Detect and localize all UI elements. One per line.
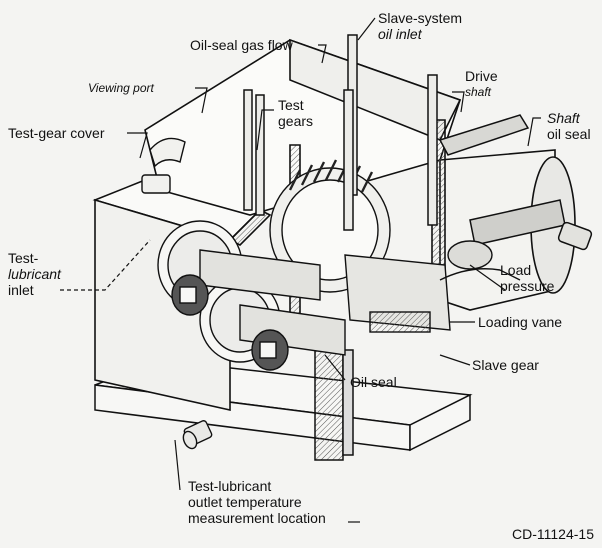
label-slave-system-line1: Slave-system — [378, 10, 463, 26]
label-outlet-temperature: Test-lubricant outlet temperature measur… — [188, 478, 326, 526]
label-test-lubricant-inlet-line3: inlet — [8, 282, 34, 298]
label-load-pressure-line1: Load — [500, 262, 532, 278]
label-test-lubricant-inlet-line2: lubricant — [8, 266, 61, 282]
label-drive-shaft-line2: shaft — [465, 85, 492, 99]
test-gears — [157, 220, 346, 371]
label-slave-system-line2: oil inlet — [378, 26, 422, 42]
label-load-pressure: Load pressure — [500, 262, 554, 294]
label-outlet-temperature-line2: outlet temperature — [188, 494, 302, 510]
drive-shaft — [438, 114, 593, 251]
support-column — [314, 344, 354, 461]
vertical-pipes — [243, 34, 438, 231]
label-test-lubricant-inlet: Test- lubricant inlet — [8, 250, 61, 298]
leader-lines — [60, 17, 541, 523]
test-gear-cover — [141, 137, 186, 194]
label-oil-seal-gas-flow: Oil-seal gas flow — [190, 37, 293, 53]
label-drive-shaft-line1: Drive — [465, 68, 498, 84]
slave-gear — [269, 159, 391, 293]
label-outlet-temperature-line1: Test-lubricant — [188, 478, 272, 494]
label-test-gears: Test gears — [278, 97, 313, 129]
label-slave-gear: Slave gear — [472, 357, 539, 373]
label-outlet-temperature-line3: measurement location — [188, 510, 326, 526]
label-shaft-oil-seal-line2: oil seal — [547, 126, 591, 142]
label-slave-system: Slave-system oil inlet — [378, 10, 462, 42]
label-loading-vane: Loading vane — [478, 314, 563, 330]
label-drive-shaft: Drive shaft — [465, 68, 498, 100]
label-test-gears-line1: Test — [278, 97, 304, 113]
label-shaft-oil-seal-line1: Shaft — [547, 110, 580, 126]
label-test-gear-cover: Test-gear cover — [8, 125, 105, 141]
figure-id: CD-11124-15 — [512, 526, 594, 542]
label-oil-seal: Oil seal — [350, 374, 397, 390]
loading-vane — [344, 240, 521, 333]
label-viewing-port: Viewing port — [88, 81, 154, 95]
outlet-fitting — [182, 420, 213, 450]
label-test-gears-line2: gears — [278, 113, 314, 129]
label-load-pressure-line2: pressure — [500, 278, 555, 294]
label-test-lubricant-inlet-line1: Test- — [8, 250, 39, 266]
label-shaft-oil-seal: Shaft oil seal — [547, 110, 591, 142]
